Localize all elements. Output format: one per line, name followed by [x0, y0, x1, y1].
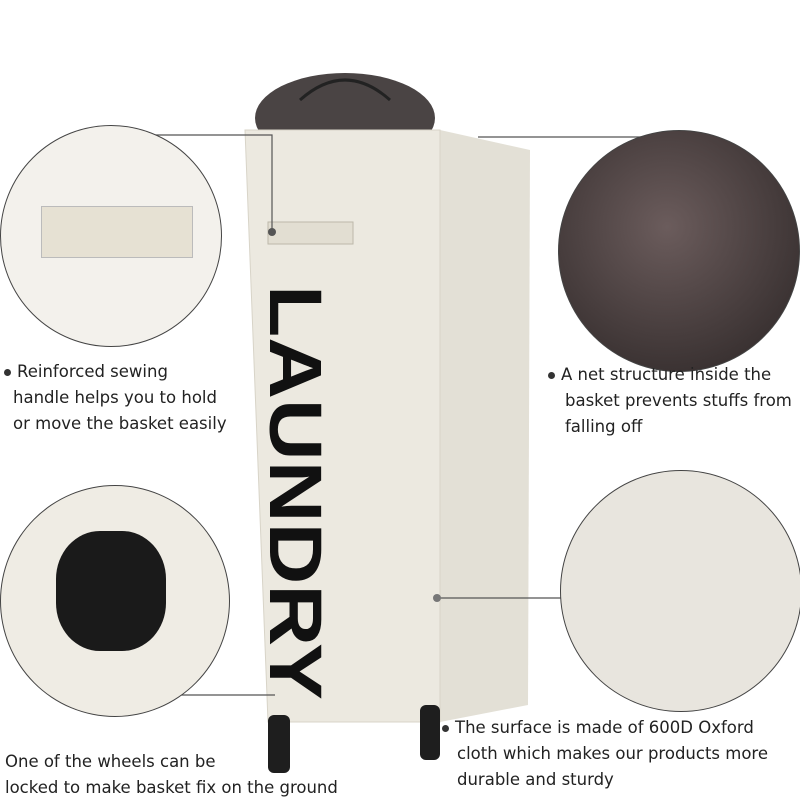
- callout-line: handle helps you to hold: [13, 388, 217, 407]
- callout-surface: The surface is made of 600D Oxford cloth…: [442, 715, 768, 793]
- net-detail-image: [558, 130, 800, 372]
- callout-line: One of the wheels can be: [5, 752, 216, 771]
- fabric-detail-image: [560, 470, 800, 712]
- callout-wheel: One of the wheels can be locked to make …: [5, 749, 338, 800]
- callout-line: durable and sturdy: [457, 770, 614, 789]
- bullet-icon: [548, 372, 555, 379]
- callout-line: basket prevents stuffs from: [565, 391, 792, 410]
- callout-net: A net structure inside the basket preven…: [548, 362, 792, 440]
- basket-print: LAUNDRY: [254, 285, 337, 700]
- basket-handle: [267, 221, 354, 245]
- wheel: [420, 705, 440, 760]
- handle-detail-image: [0, 125, 222, 347]
- wheel: [268, 715, 290, 773]
- callout-line: A net structure inside the: [561, 365, 772, 384]
- callout-line: The surface is made of 600D Oxford: [455, 718, 754, 737]
- wheel-detail-image: [0, 485, 230, 717]
- bullet-icon: [4, 369, 11, 376]
- callout-line: cloth which makes our products more: [457, 744, 769, 763]
- bullet-icon: [442, 725, 449, 732]
- basket-side: [440, 130, 530, 722]
- callout-line: falling off: [565, 417, 643, 436]
- callout-line: Reinforced sewing: [17, 362, 168, 381]
- callout-handle: Reinforced sewing handle helps you to ho…: [4, 359, 227, 437]
- callout-line: locked to make basket fix on the ground: [5, 778, 338, 797]
- callout-line: or move the basket easily: [13, 414, 227, 433]
